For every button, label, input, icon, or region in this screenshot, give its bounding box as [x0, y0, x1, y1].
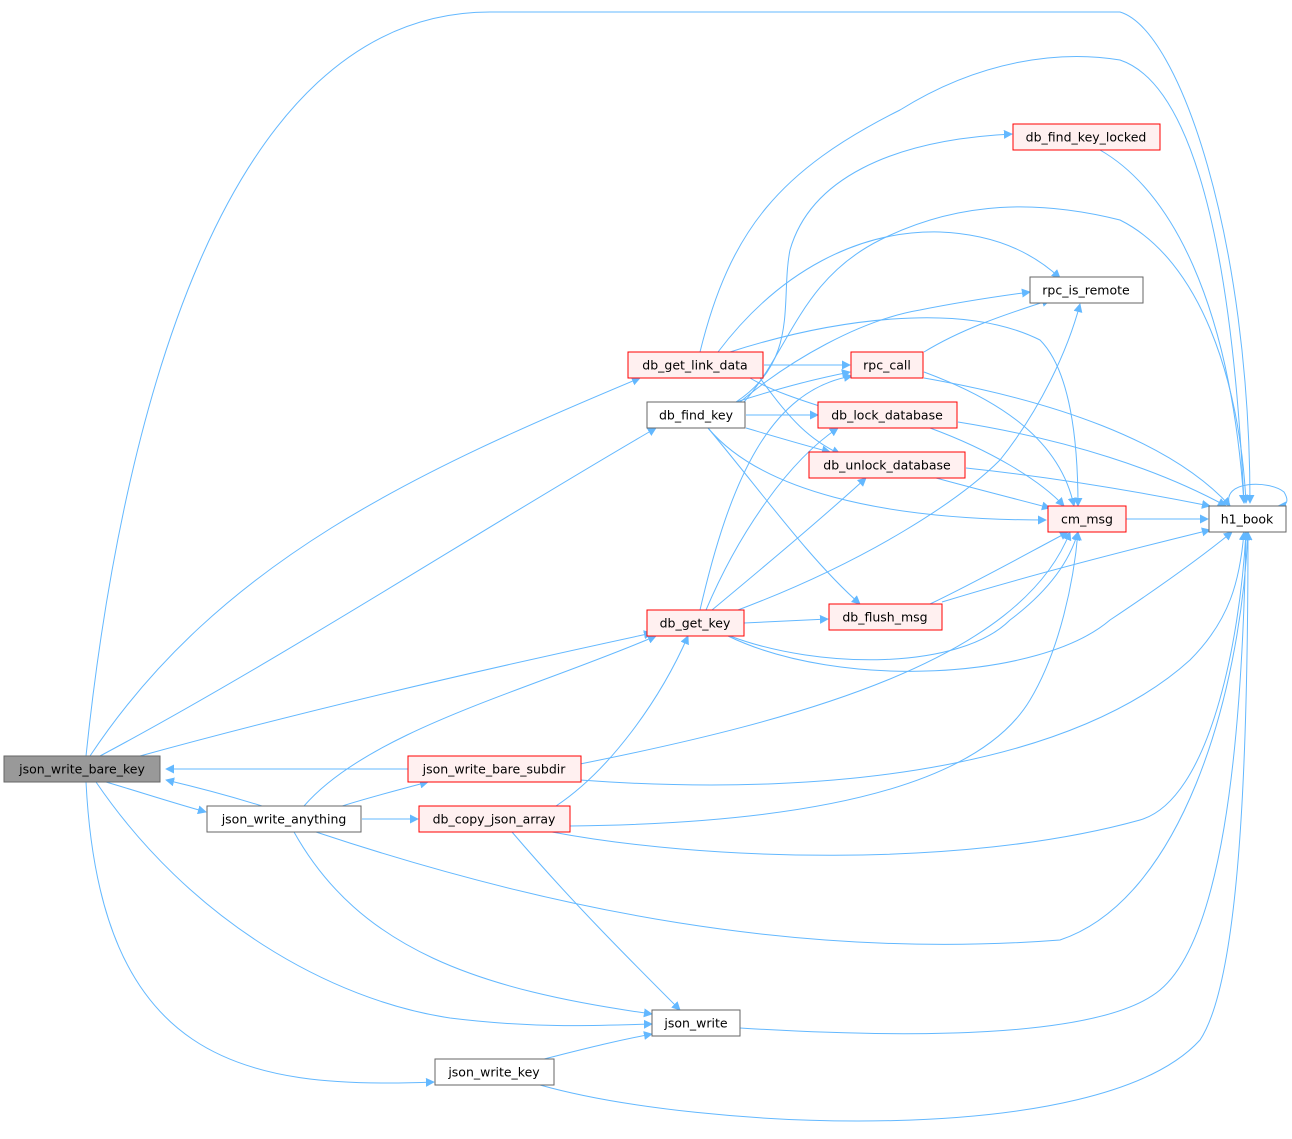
edge-find-key-locked-to-h1-book	[1099, 149, 1248, 504]
node-json-write-label: json_write	[663, 1016, 728, 1031]
edge-anything-to-bare-subdir	[335, 779, 429, 809]
node-db-get-key[interactable]: db_get_key	[646, 609, 745, 637]
edge-copy-json-array-to-json-write	[511, 831, 681, 1011]
edge-rpc-call-to-rpc-is-remote	[923, 298, 1051, 353]
edge-bare-key-to-json-write-anything	[105, 781, 207, 815]
node-db-unlock-database-label: db_unlock_database	[823, 458, 951, 473]
edge-anything-to-json-write	[293, 831, 653, 1018]
node-db-get-key-label: db_get_key	[660, 616, 731, 631]
edge-anything-to-bare-key	[165, 777, 263, 807]
edge-bare-key-to-get-link-data	[89, 376, 641, 757]
edge-rpc-call-to-h1-book	[923, 377, 1231, 507]
node-db-find-key[interactable]: db_find_key	[646, 401, 746, 429]
node-rpc-is-remote-label: rpc_is_remote	[1042, 283, 1130, 298]
edge-get-key-to-unlock-database	[711, 477, 867, 611]
node-db-find-key-locked[interactable]: db_find_key_locked	[1012, 123, 1161, 151]
edge-json-write-to-h1-book	[739, 531, 1251, 1035]
node-cm-msg-label: cm_msg	[1061, 512, 1113, 527]
edge-find-key-to-rpc-call	[735, 369, 851, 403]
edge-find-key-to-unlock-database	[745, 427, 831, 455]
edge-copy-json-array-to-cm-msg	[569, 531, 1082, 827]
edge-bare-key-to-get-key	[139, 630, 653, 757]
node-db-find-key-label: db_find_key	[659, 408, 734, 423]
edge-bare-key-to-h1-book	[85, 11, 1255, 757]
edge-bare-key-to-json-write-key	[85, 781, 435, 1087]
node-db-lock-database[interactable]: db_lock_database	[817, 401, 958, 429]
node-h1-book-label: h1_book	[1221, 512, 1274, 527]
node-json-write-bare-key[interactable]: json_write_bare_key	[3, 755, 161, 783]
node-json-write-bare-subdir[interactable]: json_write_bare_subdir	[407, 755, 582, 783]
edge-bare-key-to-find-key	[99, 427, 657, 757]
edge-unlock-database-to-h1-book	[965, 467, 1211, 509]
edge-anything-to-h1-book	[315, 531, 1253, 945]
edge-json-write-key-to-json-write	[539, 1031, 653, 1061]
edge-get-key-to-flush-msg	[743, 614, 829, 624]
edge-bare-subdir-to-cm-msg	[579, 531, 1072, 765]
node-json-write-bare-subdir-label: json_write_bare_subdir	[422, 762, 567, 777]
node-db-flush-msg[interactable]: db_flush_msg	[828, 603, 943, 631]
edge-rpc-call-to-cm-msg	[923, 371, 1077, 507]
node-db-unlock-database[interactable]: db_unlock_database	[808, 451, 966, 479]
node-cm-msg[interactable]: cm_msg	[1047, 505, 1127, 533]
node-rpc-call-label: rpc_call	[863, 358, 911, 373]
edge-find-key-to-find-key-locked	[735, 129, 1013, 403]
edge-find-key-to-cm-msg	[707, 427, 1047, 525]
node-db-get-link-data-label: db_get_link_data	[642, 358, 747, 373]
edge-copy-json-array-to-get-key	[555, 635, 689, 807]
edge-get-key-to-h1-book	[727, 531, 1233, 672]
edge-copy-json-array-to-h1-book	[551, 531, 1251, 856]
nodes: json_write_bare_key json_write_anything …	[3, 123, 1287, 1086]
node-rpc-call[interactable]: rpc_call	[850, 351, 924, 379]
edge-find-key-to-h1-book	[743, 206, 1251, 504]
edge-json-write-key-to-h1-book	[539, 531, 1253, 1122]
edge-h1-book-self-loop	[1228, 483, 1288, 511]
edges	[85, 11, 1288, 1122]
edge-get-key-to-cm-msg	[729, 531, 1081, 661]
node-db-lock-database-label: db_lock_database	[831, 408, 943, 423]
node-json-write-anything[interactable]: json_write_anything	[206, 805, 362, 833]
edge-flush-msg-to-cm-msg	[929, 531, 1069, 605]
edge-get-key-to-rpc-call	[699, 372, 853, 611]
node-rpc-is-remote[interactable]: rpc_is_remote	[1029, 276, 1144, 304]
node-db-copy-json-array-label: db_copy_json_array	[433, 812, 556, 827]
node-json-write-key-label: json_write_key	[447, 1065, 540, 1080]
node-json-write[interactable]: json_write	[651, 1009, 741, 1037]
node-db-flush-msg-label: db_flush_msg	[842, 610, 927, 625]
node-json-write-bare-key-label: json_write_bare_key	[18, 762, 145, 777]
node-h1-book[interactable]: h1_book	[1208, 505, 1287, 533]
edge-get-link-data-to-rpc-is-remote	[717, 231, 1061, 353]
edge-lock-database-to-h1-book	[957, 421, 1227, 507]
edge-anything-to-get-key	[303, 635, 657, 807]
edge-lock-database-to-cm-msg	[929, 427, 1065, 507]
node-json-write-key[interactable]: json_write_key	[434, 1058, 555, 1086]
node-db-find-key-locked-label: db_find_key_locked	[1026, 130, 1147, 145]
edge-get-key-to-rpc-is-remote	[737, 303, 1083, 611]
node-db-copy-json-array[interactable]: db_copy_json_array	[418, 805, 571, 833]
edge-unlock-database-to-cm-msg	[935, 477, 1051, 511]
edge-flush-msg-to-h1-book	[941, 527, 1211, 603]
node-json-write-anything-label: json_write_anything	[221, 812, 347, 827]
node-db-get-link-data[interactable]: db_get_link_data	[627, 351, 764, 379]
edge-find-key-to-rpc-is-remote	[739, 288, 1031, 403]
edge-get-link-data-to-h1-book	[699, 56, 1249, 504]
edge-find-key-to-flush-msg	[707, 427, 861, 605]
edge-bare-key-to-json-write	[95, 781, 653, 1029]
edge-get-key-to-lock-database	[705, 427, 839, 611]
edge-get-link-data-to-cm-msg	[729, 317, 1083, 507]
edge-bare-subdir-to-h1-book	[579, 531, 1248, 786]
